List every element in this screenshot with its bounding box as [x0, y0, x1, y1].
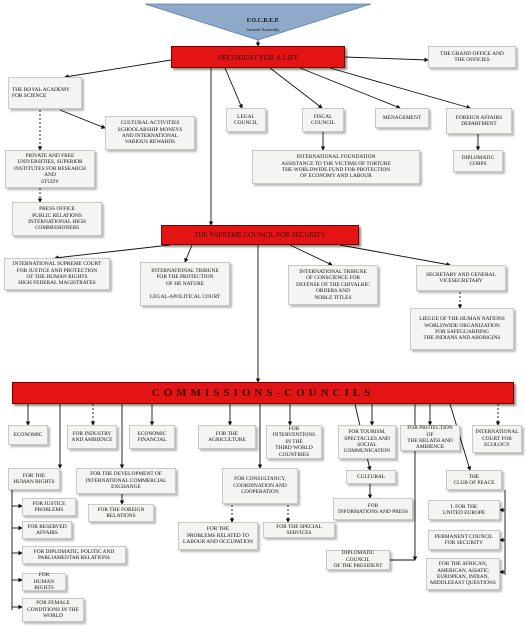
- foundation-box: INTERNATIONAL FOUNDATION ASSISTANCE TO T…: [252, 150, 420, 184]
- diplomatic-politic-box: FOR DIPLOMATIC, POLITIC AND PARLIAMENTAR…: [22, 546, 126, 564]
- health-box: FOR PROTECTION OF THE HELATH AND AMBIENC…: [400, 425, 460, 451]
- legal-council-box: LEGAL COUNCIL: [226, 108, 266, 132]
- human-rights-top-box: FOR THE HUMAN RIGHTS: [8, 468, 60, 490]
- grand-office-box: THE GRAND OFFICE AND THE OFFICIES: [428, 46, 516, 68]
- secretary-box: SECRETARY AND GENERAL VICESECRETARY: [416, 265, 506, 291]
- reserved-affairs-box: FOR RESERVED AFFAIRS: [22, 521, 72, 539]
- cultural-box: CULTURAL: [346, 470, 396, 484]
- economic-box: ECONOMIC: [8, 425, 48, 445]
- apex-triangle: [144, 3, 372, 41]
- human-rights-2-box: FOR HUMAN RIGHTS: [22, 572, 66, 591]
- apex-subtitle: General Assembly: [246, 27, 280, 32]
- permanent-council-box: PERMANENT COUNCIL FOR SECURITY: [428, 530, 500, 550]
- management-box: MENAGEMENT: [375, 108, 429, 128]
- tribune-nature-box: INTERNATIONAL TRIBUNE FOR THE PROTECTION…: [140, 262, 230, 306]
- labour-problems-box: FOR THE PROBLEMS RELATED TO LABOUR AND O…: [178, 522, 258, 550]
- tourism-box: FOR TOURISM, SPECTACLES AND SOCIAL COMMU…: [338, 425, 396, 459]
- apex-title: F.O.C.R.E.P.: [246, 18, 280, 24]
- fiscal-council-box: FISCAL COUNCIL: [302, 108, 344, 132]
- private-universities-box: PRIVATE AND FREE UNIVERSITIES, SUPERIOR …: [5, 150, 95, 188]
- supreme-court-box: INTERNATIONAL SUPREME COURT FOR JUSTICE …: [4, 258, 110, 290]
- questions-box: FOR THE AFRICAN, AMERICAN, ASIATIC EUROP…: [426, 558, 500, 590]
- diplomatic-council-box: DIPLOMATIC COUNCIL OF THE PRESIDENT: [326, 550, 390, 570]
- agriculture-box: FOR THE AGRICULTURE: [198, 425, 256, 449]
- foreign-relations-box: FOR THE FOREIGN RELATIONS: [88, 504, 154, 522]
- supreme-council-box: THE SUPREME COUNCIL FOR SECURITY: [161, 225, 359, 245]
- royal-academy-box: THE ROYAL ACADEMY FOR SCIENCE: [8, 77, 82, 109]
- united-europe-box: I. FOR THE UNITED EUROPE: [428, 500, 500, 520]
- interventions-box: FOR INTERVENTIONS IN THE THIRD WORLD COU…: [266, 425, 322, 459]
- commissions-councils-box: COMMISSIONS-COUNCILS: [12, 382, 514, 404]
- tribune-conscience-box: INTERNATIONAL TRIBUNE OF CONSCIENCE FOR …: [288, 265, 378, 305]
- female-conditions-box: FOR FEMALE CONDITIONS IN THE WORLD: [22, 598, 84, 622]
- industry-box: FOR INDUSTRY AND AMBIENCE: [67, 425, 117, 449]
- financial-box: ECONOMIC FINANCIAL: [129, 425, 175, 449]
- special-services-box: FOR THE SPECIAL SERVICES: [263, 522, 335, 538]
- consultancy-box: FOR CONSULTANCY, COORDINATION AND COOPER…: [222, 468, 298, 504]
- president-box: PRESIDENT FOR A LIFE: [171, 46, 345, 68]
- foreign-affairs-box: FOREIGN AFFAIRS DEPARTMENT: [446, 108, 512, 134]
- press-office-box: PRESS OFFICE PUBLIC RELATIONS INTERNATIO…: [12, 202, 102, 236]
- league-box: LIEGUE OF THE HUMAN NATIONS WORLDWIDE OR…: [410, 308, 514, 350]
- informations-press-box: FOR INFORMATIONS AND PRESS: [333, 498, 413, 520]
- ecology-box: INTERNATIONAL COURT FOR ECOLOGY: [472, 425, 522, 453]
- commercial-exchange-box: FOR THE DEVELOPMENT OF INTERNATIONAL COM…: [76, 468, 176, 494]
- justice-problems-box: FOR JUSTICE PROBLEMS: [22, 498, 76, 516]
- club-of-peace-box: THE CLUB OF PEACE: [446, 470, 502, 490]
- cultural-activities-box: CULTURAL ACTIVITIES SCHOOLARSHIP MONEYS …: [105, 116, 195, 150]
- diplomatic-corps-box: DIPLOMATIC CORPS: [453, 150, 503, 172]
